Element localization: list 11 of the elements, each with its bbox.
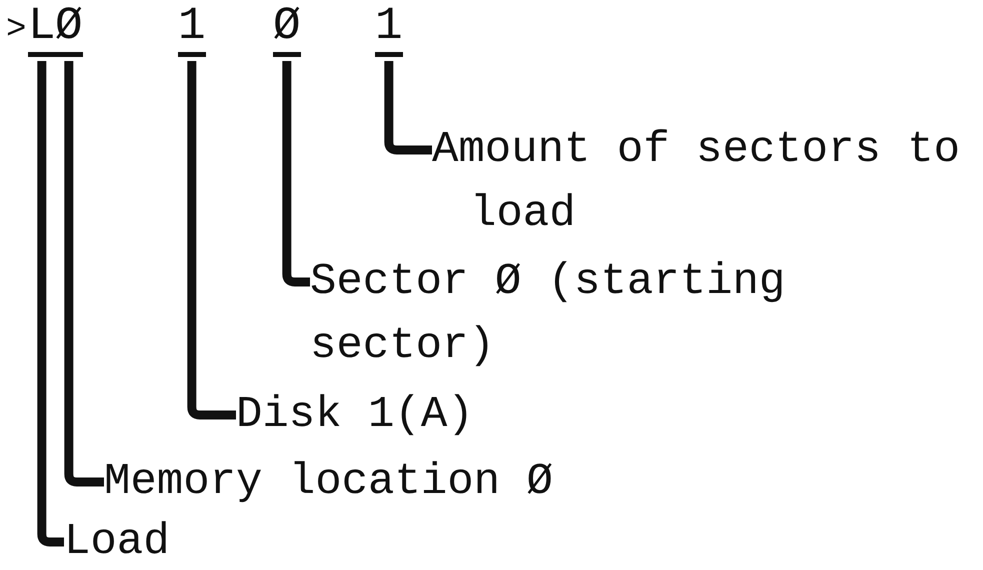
parameter-description: Amount of sectors to load <box>432 118 977 246</box>
command-character: 1 <box>178 0 206 57</box>
command-character: Ø <box>273 0 301 57</box>
prompt-symbol: > <box>6 10 26 51</box>
leader-line <box>384 61 432 154</box>
command-character: Ø <box>55 0 83 57</box>
command-character: L <box>28 0 56 57</box>
leader-line <box>187 61 236 420</box>
parameter-description: Sector Ø (starting sector) <box>310 250 870 378</box>
command-character: 1 <box>375 0 403 57</box>
parameter-description: Disk 1(A) <box>236 383 636 447</box>
